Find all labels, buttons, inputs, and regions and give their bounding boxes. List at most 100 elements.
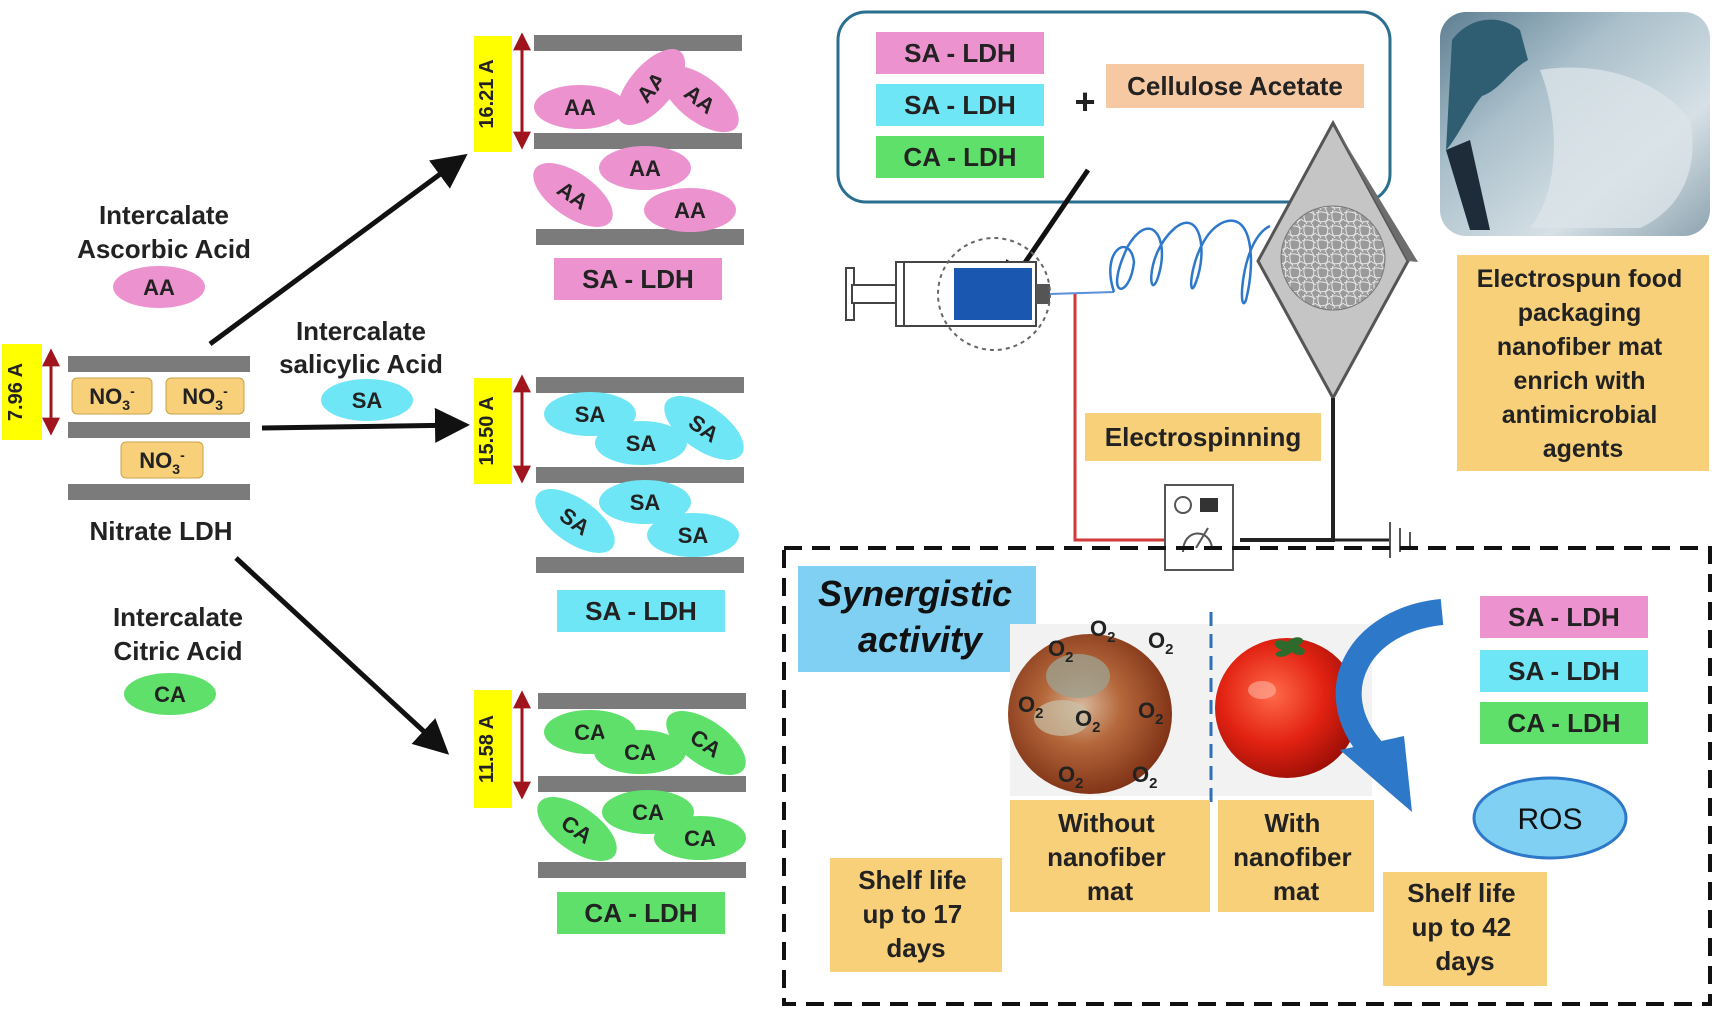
stack-label-box xyxy=(557,892,725,934)
stack-sa: SA SA SA SA SA SA 15.50 A SA - LDH xyxy=(474,374,744,632)
svg-text:SA: SA xyxy=(678,523,709,548)
ldh-layer xyxy=(538,693,746,709)
spacing-badge xyxy=(474,378,512,484)
molecule-sa: SA xyxy=(599,480,691,524)
stack-aa: AA AA AA AA AA AA 16.21 A SA - LDH xyxy=(474,32,744,300)
molecule-sa: SA xyxy=(544,392,636,436)
branch-salicylic: Intercalate salicylic Acid SA xyxy=(279,316,443,421)
arrow-to-sa xyxy=(261,407,470,443)
ldh-chip-aa xyxy=(876,32,1044,74)
synergy-label: Synergistic activity xyxy=(818,573,1022,660)
ldh-chip-label: CA - LDH xyxy=(903,142,1016,172)
branch-line1: Intercalate xyxy=(113,602,243,632)
fiber-jet xyxy=(1109,219,1271,305)
svg-text:CA: CA xyxy=(632,800,664,825)
curved-arrow xyxy=(1335,599,1444,759)
molecule-sa: SA xyxy=(535,489,615,553)
svg-text:SA: SA xyxy=(575,402,606,427)
molecule-aa: AA xyxy=(534,85,626,129)
molecule-sa: SA xyxy=(647,513,739,557)
stack-label-box xyxy=(554,258,722,300)
sa-badge xyxy=(321,379,413,421)
branch-citric: Intercalate Citric Acid CA xyxy=(113,602,243,715)
svg-text:SA: SA xyxy=(630,490,661,515)
branch-line1: Intercalate xyxy=(99,200,229,230)
nitrate-ion: NO3- xyxy=(165,377,245,415)
nitrate-ion: NO3- xyxy=(71,377,153,415)
molecule-ca: CA xyxy=(666,711,746,775)
ldh-layer xyxy=(534,35,742,51)
ldh-layer xyxy=(68,422,250,438)
aa-badge xyxy=(113,266,205,308)
ldh-layer xyxy=(536,557,744,573)
ldh-layer xyxy=(538,862,746,878)
ldh-chip-label: SA - LDH xyxy=(904,90,1016,120)
stack-label: SA - LDH xyxy=(585,596,697,626)
ldh-chip-label: SA - LDH xyxy=(1508,656,1620,686)
ldh-chip-ca xyxy=(876,136,1044,178)
ldh-chip-label: CA - LDH xyxy=(1507,708,1620,738)
stack-ca: CA CA CA CA CA CA 11.58 A CA - LDH xyxy=(474,690,746,934)
stack-label: SA - LDH xyxy=(582,264,694,294)
synergy-box xyxy=(798,566,1036,672)
power-supply xyxy=(1164,484,1234,571)
ldh-layer xyxy=(536,377,744,393)
plus-sign: + xyxy=(1074,81,1095,122)
branch-line2: salicylic Acid xyxy=(279,349,443,379)
ldh-chip-label: SA - LDH xyxy=(1508,602,1620,632)
branch-line2: Citric Acid xyxy=(113,636,242,666)
spacing-badge xyxy=(474,690,512,808)
ldh-layer xyxy=(536,467,744,483)
rotten-tomato xyxy=(1008,634,1172,794)
shelf-17-box xyxy=(830,858,1002,972)
molecule-sa: SA xyxy=(595,421,687,465)
ldh-chip-ca xyxy=(1480,702,1648,744)
syringe xyxy=(845,237,1051,351)
nitrate-ion: NO3- xyxy=(120,441,204,479)
with-label: With nanofiber mat xyxy=(1233,808,1359,906)
svg-text:AA: AA xyxy=(629,156,661,181)
molecule-aa: AA xyxy=(599,146,691,190)
ldh-layer xyxy=(538,776,746,792)
needle xyxy=(1049,291,1115,295)
synergy-panel xyxy=(782,546,1712,1006)
spacing-label: 7.96 A xyxy=(5,363,27,421)
svg-text:CA: CA xyxy=(624,740,656,765)
spacing-badge xyxy=(474,36,512,152)
molecule-ca: CA xyxy=(654,816,746,860)
cellulose-label: Cellulose Acetate xyxy=(1127,71,1343,101)
cellulose-chip xyxy=(1106,64,1364,108)
ldh-chip-label: SA - LDH xyxy=(904,38,1016,68)
molecule-ca: CA xyxy=(537,797,617,861)
product-caption-box xyxy=(1457,255,1709,471)
fresh-tomato xyxy=(1215,637,1359,778)
badge-label: CA xyxy=(154,682,186,707)
ldh-chip-aa xyxy=(1480,596,1648,638)
branch-ascorbic: Intercalate Ascorbic Acid AA xyxy=(77,200,251,308)
svg-text:SA: SA xyxy=(626,431,657,456)
molecule-aa: AA xyxy=(533,163,613,227)
branch-line2: Ascorbic Acid xyxy=(77,234,251,264)
branch-line1: Intercalate xyxy=(296,316,426,346)
collector xyxy=(1256,119,1418,402)
spacing-label: 11.58 A xyxy=(476,715,498,783)
ldh-chip-sa xyxy=(1480,650,1648,692)
molecule-aa: AA xyxy=(644,188,736,232)
nanofiber-mat-photo xyxy=(1440,12,1710,236)
molecule-sa: SA xyxy=(664,396,744,460)
product-caption: Electrospun food packaging nanofiber mat… xyxy=(1477,265,1690,463)
with-box xyxy=(1218,800,1374,912)
nitrate-ldh-label: Nitrate LDH xyxy=(89,516,232,546)
ros-label: ROS xyxy=(1517,803,1582,836)
svg-text:AA: AA xyxy=(564,95,596,120)
ldh-layer xyxy=(536,229,744,245)
molecule-ca: CA xyxy=(594,730,686,774)
spacing-label: 16.21 A xyxy=(476,59,498,128)
without-label: Without nanofiber mat xyxy=(1047,808,1173,906)
electrospinning-badge xyxy=(1085,413,1321,461)
wire-positive xyxy=(1073,294,1165,542)
electrospinning-label: Electrospinning xyxy=(1105,422,1301,452)
composition-box: SA - LDH SA - LDH CA - LDH + Cellulose A… xyxy=(836,10,1392,204)
shelf-17-label: Shelf life up to 17 days xyxy=(858,865,974,963)
